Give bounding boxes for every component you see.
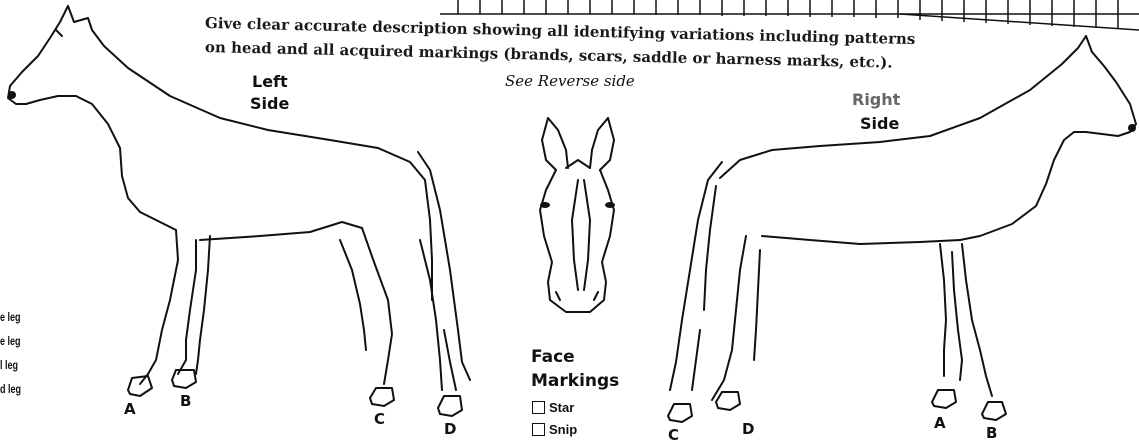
legend-item-2: e leg: [0, 334, 21, 348]
right-side-label-1: Right: [852, 90, 900, 109]
left-leg-label-a: A: [124, 400, 136, 418]
snip-option[interactable]: Snip: [532, 422, 577, 437]
right-side-label-2: Side: [860, 114, 899, 133]
left-side-label-2: Side: [250, 94, 289, 113]
see-reverse-side: See Reverse side: [505, 72, 635, 90]
right-leg-label-c: C: [668, 426, 679, 444]
right-leg-label-d: D: [742, 420, 754, 438]
star-label: Star: [549, 400, 574, 415]
legend-item-3: l leg: [0, 358, 18, 372]
snip-checkbox[interactable]: [532, 423, 545, 436]
snip-label: Snip: [549, 422, 577, 437]
left-leg-label-b: B: [180, 392, 191, 410]
legend-item-1: e leg: [0, 310, 21, 324]
face-markings-title-2: Markings: [531, 371, 619, 391]
left-side-label-1: Left: [252, 72, 288, 91]
star-option[interactable]: Star: [532, 400, 574, 415]
right-leg-label-a: A: [934, 414, 946, 432]
left-leg-label-d: D: [444, 420, 456, 438]
left-leg-label-c: C: [374, 410, 385, 428]
right-leg-label-b: B: [986, 424, 997, 442]
face-markings-title-1: Face: [531, 347, 575, 367]
legend-item-4: d leg: [0, 382, 21, 396]
star-checkbox[interactable]: [532, 401, 545, 414]
